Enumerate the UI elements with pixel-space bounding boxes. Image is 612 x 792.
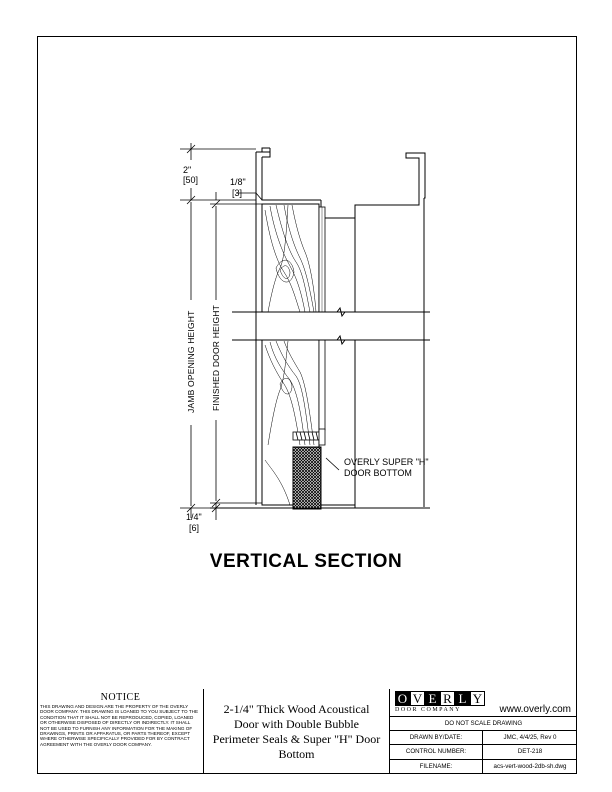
control-number-value: DET-218 [517, 748, 543, 756]
logo-letter: O [395, 691, 410, 706]
callout-line-1: OVERLY SUPER "H" [344, 457, 429, 467]
finished-door-height-label: FINISHED DOOR HEIGHT [211, 305, 221, 411]
filename-value: acs-vert-wood-2db-sh.dwg [493, 762, 567, 770]
logo-word: O V E R L Y [395, 691, 487, 706]
section-title: VERTICAL SECTION [209, 551, 403, 572]
top-gap-metric-label: [50] [183, 175, 198, 185]
logo-letter: R [440, 691, 455, 706]
wood-grain-upper [264, 204, 317, 313]
bottom-gap-label: 1/4" [186, 512, 202, 522]
drawn-by-value: JMC, 4/4/25, Rev 0 [503, 734, 557, 741]
drawing-title: 2-1/4" Thick Wood Acoustical Door with D… [204, 689, 390, 774]
control-number-label: CONTROL NUMBER: [390, 745, 483, 759]
jamb-opening-height-label: JAMB OPENING HEIGHT [186, 310, 196, 413]
frame-head-stop [269, 148, 426, 219]
drawn-by-label: DRAWN BY/DATE: [390, 731, 483, 745]
drawn-by-row: DRAWN BY/DATE: JMC, 4/4/25, Rev 0 [390, 731, 577, 746]
drawing-sheet-border [37, 36, 577, 774]
notice-heading: NOTICE [100, 692, 141, 703]
bottom-gap-metric-label: [6] [189, 523, 199, 533]
door-bottom-screw [292, 428, 326, 446]
logo-letter: L [455, 691, 470, 706]
logo-letter: Y [470, 691, 485, 706]
overly-logo: O V E R L Y DOOR COMPANY [395, 691, 487, 713]
logo-row: O V E R L Y DOOR COMPANY www.overly.com [390, 689, 577, 717]
logo-letter: V [410, 691, 425, 706]
head-clearance-label: 1/8" [230, 177, 246, 187]
super-h-door-bottom [292, 446, 322, 510]
notice-panel: NOTICE THIS DRAWING AND DESIGN ARE THE P… [37, 689, 204, 774]
filename-row: FILENAME: acs-vert-wood-2db-sh.dwg [390, 759, 577, 774]
logo-letter: E [425, 691, 440, 706]
callout-line-2: DOOR BOTTOM [344, 468, 412, 478]
notice-body: THIS DRAWING AND DESIGN ARE THE PROPERTY… [40, 704, 199, 747]
title-block-info: O V E R L Y DOOR COMPANY www.overly.com … [390, 689, 577, 774]
wood-grain-lower [264, 340, 315, 506]
break-lines [232, 306, 430, 346]
door-leaf-upper [261, 203, 320, 313]
logo-subtitle: DOOR COMPANY [395, 707, 461, 713]
website-text: www.overly.com [499, 704, 572, 715]
filename-label: FILENAME: [390, 759, 483, 774]
callout-leader [325, 457, 340, 471]
do-not-scale-row: DO NOT SCALE DRAWING [390, 717, 577, 731]
door-dimension [210, 192, 263, 520]
control-number-row: CONTROL NUMBER: DET-218 [390, 745, 577, 760]
head-clearance-metric-label: [3] [232, 188, 242, 198]
title-block: NOTICE THIS DRAWING AND DESIGN ARE THE P… [37, 689, 577, 774]
top-gap-label: 2" [183, 165, 191, 175]
jamb-dimension [180, 143, 256, 518]
